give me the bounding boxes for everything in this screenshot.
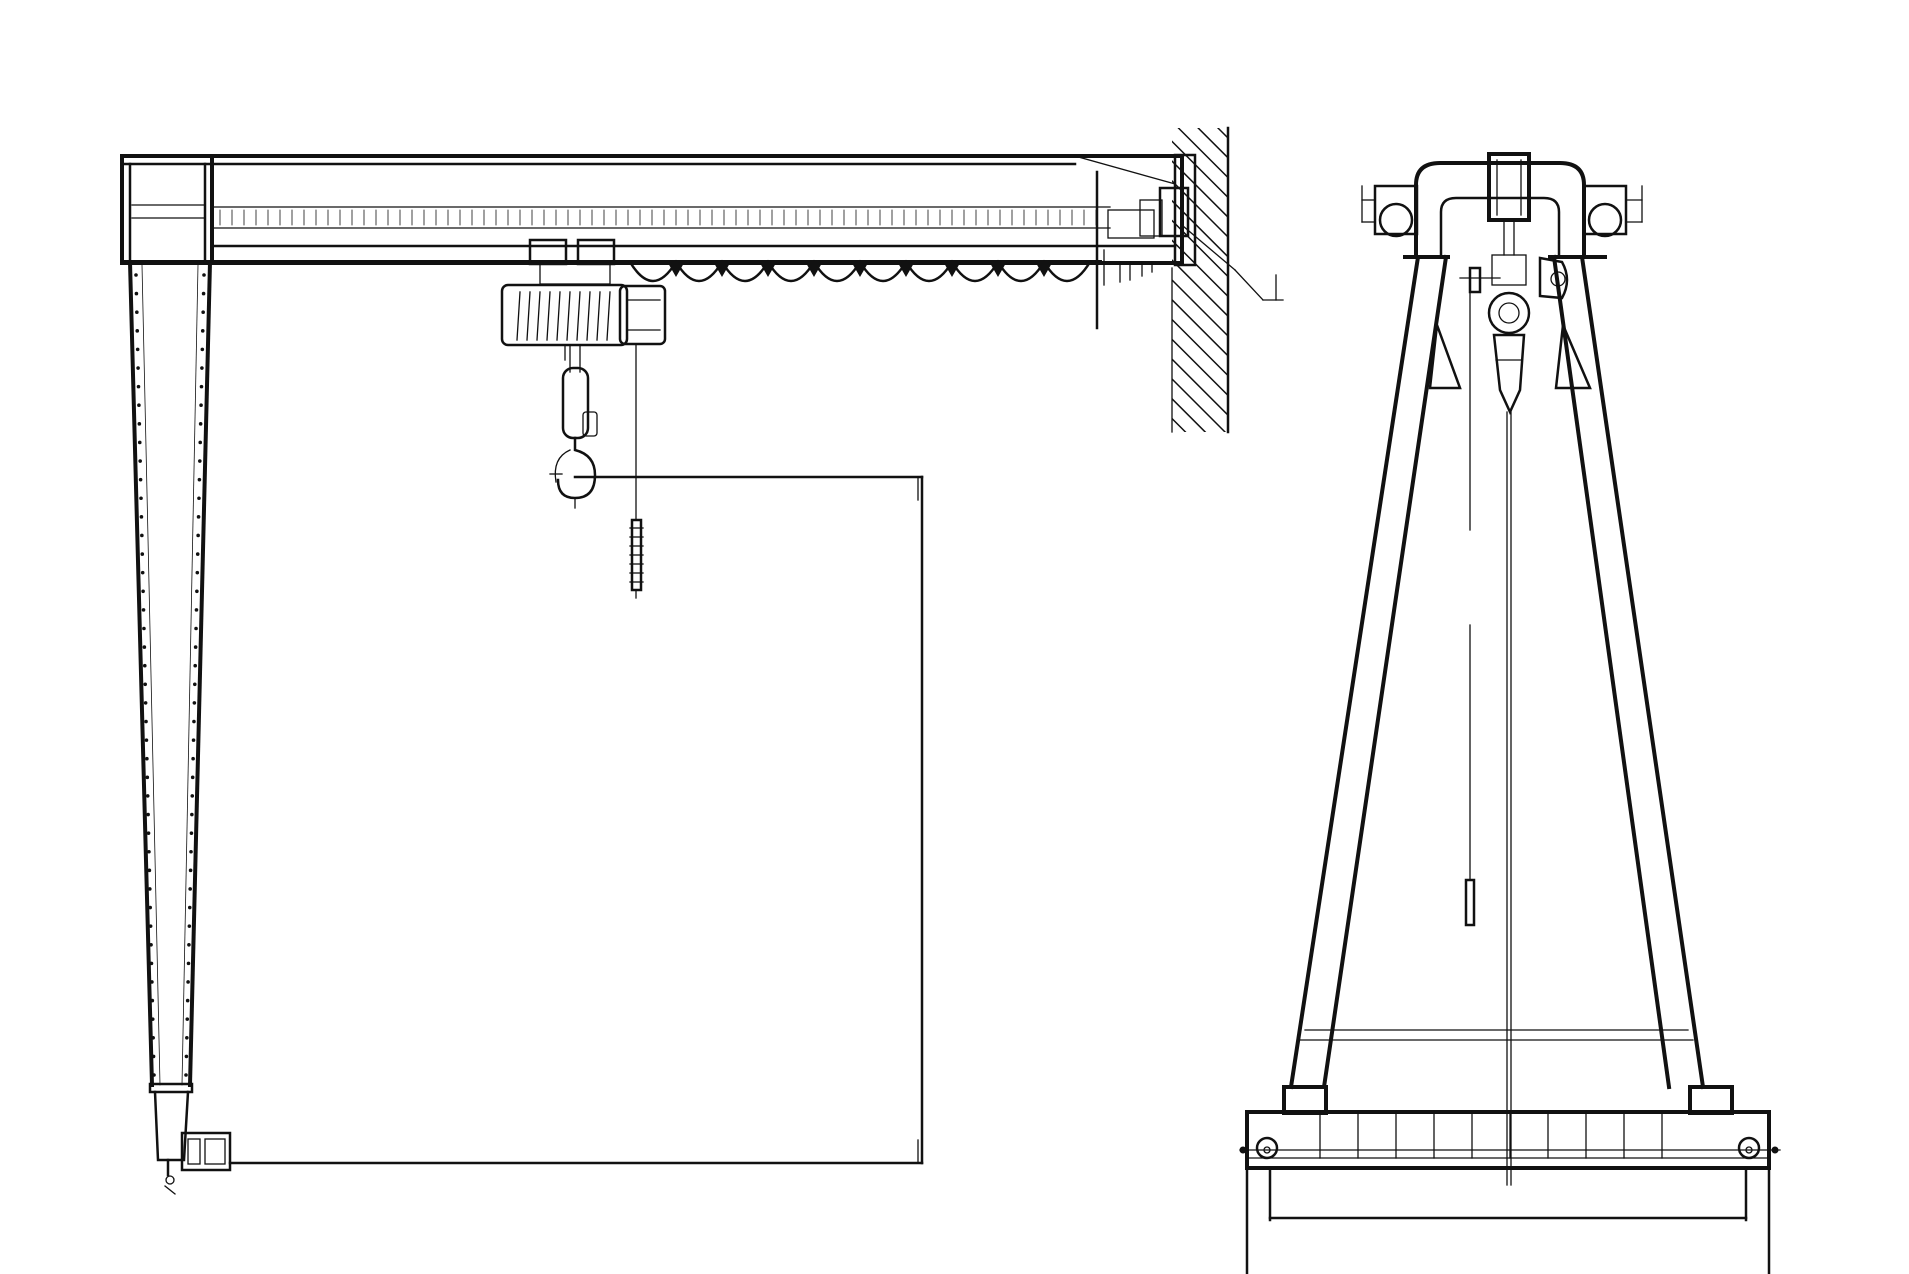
leg-weld-dots — [134, 273, 206, 1077]
end-elevation-view — [1239, 152, 1781, 1274]
end-base-beam — [1239, 1085, 1781, 1274]
leg-travel-wheel — [164, 1131, 232, 1195]
girder-rail-ticks — [219, 209, 1097, 226]
end-pendant — [1464, 291, 1476, 927]
electric-hoist — [500, 238, 667, 361]
hoist-drum-fins — [516, 291, 611, 341]
wall-support — [1095, 126, 1284, 434]
cable-festoon — [628, 259, 1092, 283]
lift-envelope — [228, 475, 924, 1165]
end-hoist — [1459, 219, 1569, 1186]
pendant-control — [629, 344, 644, 599]
side-elevation-view — [120, 126, 1284, 1195]
end-top-frame — [1361, 152, 1643, 259]
end-legs — [1288, 254, 1706, 1090]
pendant-buttons — [629, 527, 644, 583]
main-girder — [120, 154, 1184, 265]
base-beam-ribs — [1319, 1111, 1663, 1159]
crane-leg — [120, 154, 232, 1195]
hook-block — [549, 344, 598, 509]
